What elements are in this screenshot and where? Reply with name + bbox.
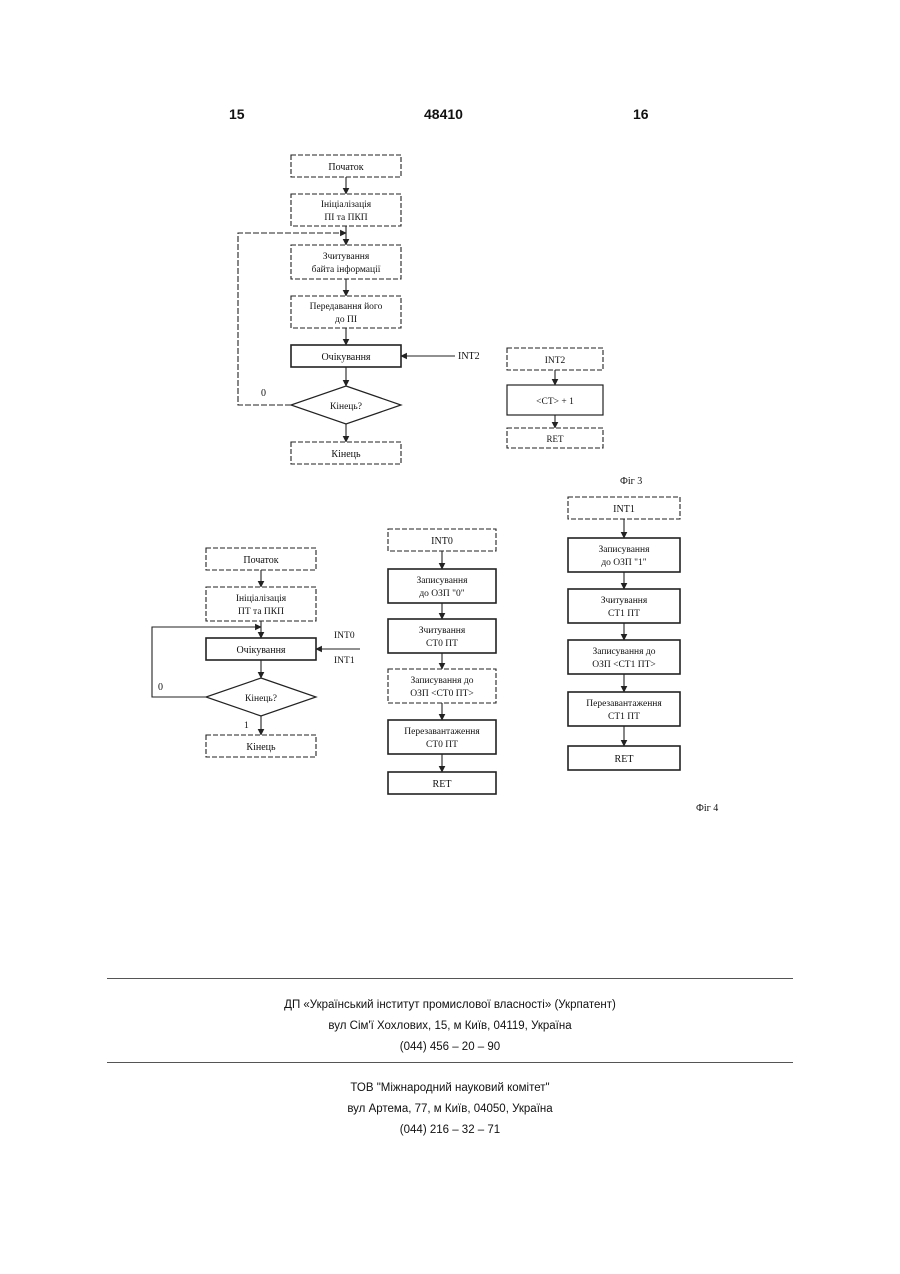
int1-head-label: INT1 [613,504,635,515]
fig4-caption: Фіг 4 [696,803,718,814]
fig3-start-label: Початок [328,162,363,173]
printer-phone: (044) 216 – 32 – 71 [0,1120,900,1141]
int0-write-line1: Записування [417,576,469,586]
fig3-wait-label: Очікування [321,352,370,363]
int1-reload-line2: СТ1 ПТ [608,712,640,722]
int1-store-line1: Записування до [593,647,656,657]
footer-printer: ТОВ "Міжнародний науковий комітет" вул А… [0,1078,900,1141]
fig4-int1-flowchart: INT1 Записування до ОЗП "1" Зчитування С… [568,497,680,770]
fig3-isr-head-label: INT2 [545,356,566,366]
fig3-caption: Фіг 3 [620,476,642,487]
int1-write-line1: Записування [599,545,651,555]
fig3-int2-label: INT2 [458,351,480,362]
footer-rule-top [107,978,793,979]
printer-address: вул Артема, 77, м Київ, 04050, Україна [0,1099,900,1120]
int1-read-line1: Зчитування [601,596,648,606]
fig3-init-line1: Ініціалізація [321,200,372,210]
int1-reload-line1: Перезавантаження [586,699,662,709]
int0-reload-line1: Перезавантаження [404,727,480,737]
fig4-yes-label: 1 [244,721,249,731]
fig4-main-flowchart: Початок Ініціалізація ПТ та ПКП Очікуван… [152,548,360,757]
publisher-phone: (044) 456 – 20 – 90 [0,1037,900,1058]
printer-name: ТОВ "Міжнародний науковий комітет" [0,1078,900,1099]
fig3-transfer-line2: до ПІ [335,315,357,325]
int0-store-line1: Записування до [411,676,474,686]
int1-store-line2: ОЗП <СТ1 ПТ> [592,660,656,670]
fig4-init-line1: Ініціалізація [236,594,287,604]
fig3-isr-ret-label: RET [547,434,565,444]
fig3-read-line1: Зчитування [323,252,370,262]
fig4-init-line2: ПТ та ПКП [238,607,284,617]
int0-read-line1: Зчитування [419,626,466,636]
fig3-loop-label: 0 [261,388,266,399]
fig3-main-flowchart: Початок Ініціалізація ПІ та ПКП Зчитуван… [238,155,480,464]
fig4-loop-label: 0 [158,682,163,693]
int1-ret-label: RET [615,754,634,765]
fig3-end-question: Кінець? [330,402,362,412]
fig3-end-label: Кінець [331,449,361,460]
fig3-isr-flowchart: INT2 <CT> + 1 RET [507,348,603,448]
footer-publisher: ДП «Український інститут промислової вла… [0,995,900,1058]
publisher-name: ДП «Український інститут промислової вла… [0,995,900,1016]
int0-reload-line2: СТ0 ПТ [426,740,458,750]
fig4-int0-flowchart: INT0 Записування до ОЗП "0" Зчитування С… [388,529,496,794]
fig4-end-label: Кінець [246,742,276,753]
fig4-wait-label: Очікування [236,645,285,656]
int0-write-line2: до ОЗП "0" [419,589,464,599]
int0-ret-label: RET [433,779,452,790]
fig4-start-label: Початок [243,555,278,566]
fig3-transfer-line1: Передавання його [310,301,383,312]
fig4-int1-label: INT1 [334,656,355,666]
fig4-end-question: Кінець? [245,694,277,704]
publisher-address: вул Сім'ї Хохлових, 15, м Київ, 04119, У… [0,1016,900,1037]
int0-store-line2: ОЗП <СТ0 ПТ> [410,689,474,699]
fig3-isr-op-label: <CT> + 1 [536,397,574,407]
fig3-read-line2: байта інформації [312,264,381,275]
fig3-init-line2: ПІ та ПКП [324,213,367,223]
footer-rule-middle [107,1062,793,1063]
int0-read-line2: СТ0 ПТ [426,639,458,649]
int1-read-line2: СТ1 ПТ [608,609,640,619]
fig4-int0-label: INT0 [334,631,355,641]
int0-head-label: INT0 [431,536,453,547]
int1-write-line2: до ОЗП "1" [601,558,646,568]
